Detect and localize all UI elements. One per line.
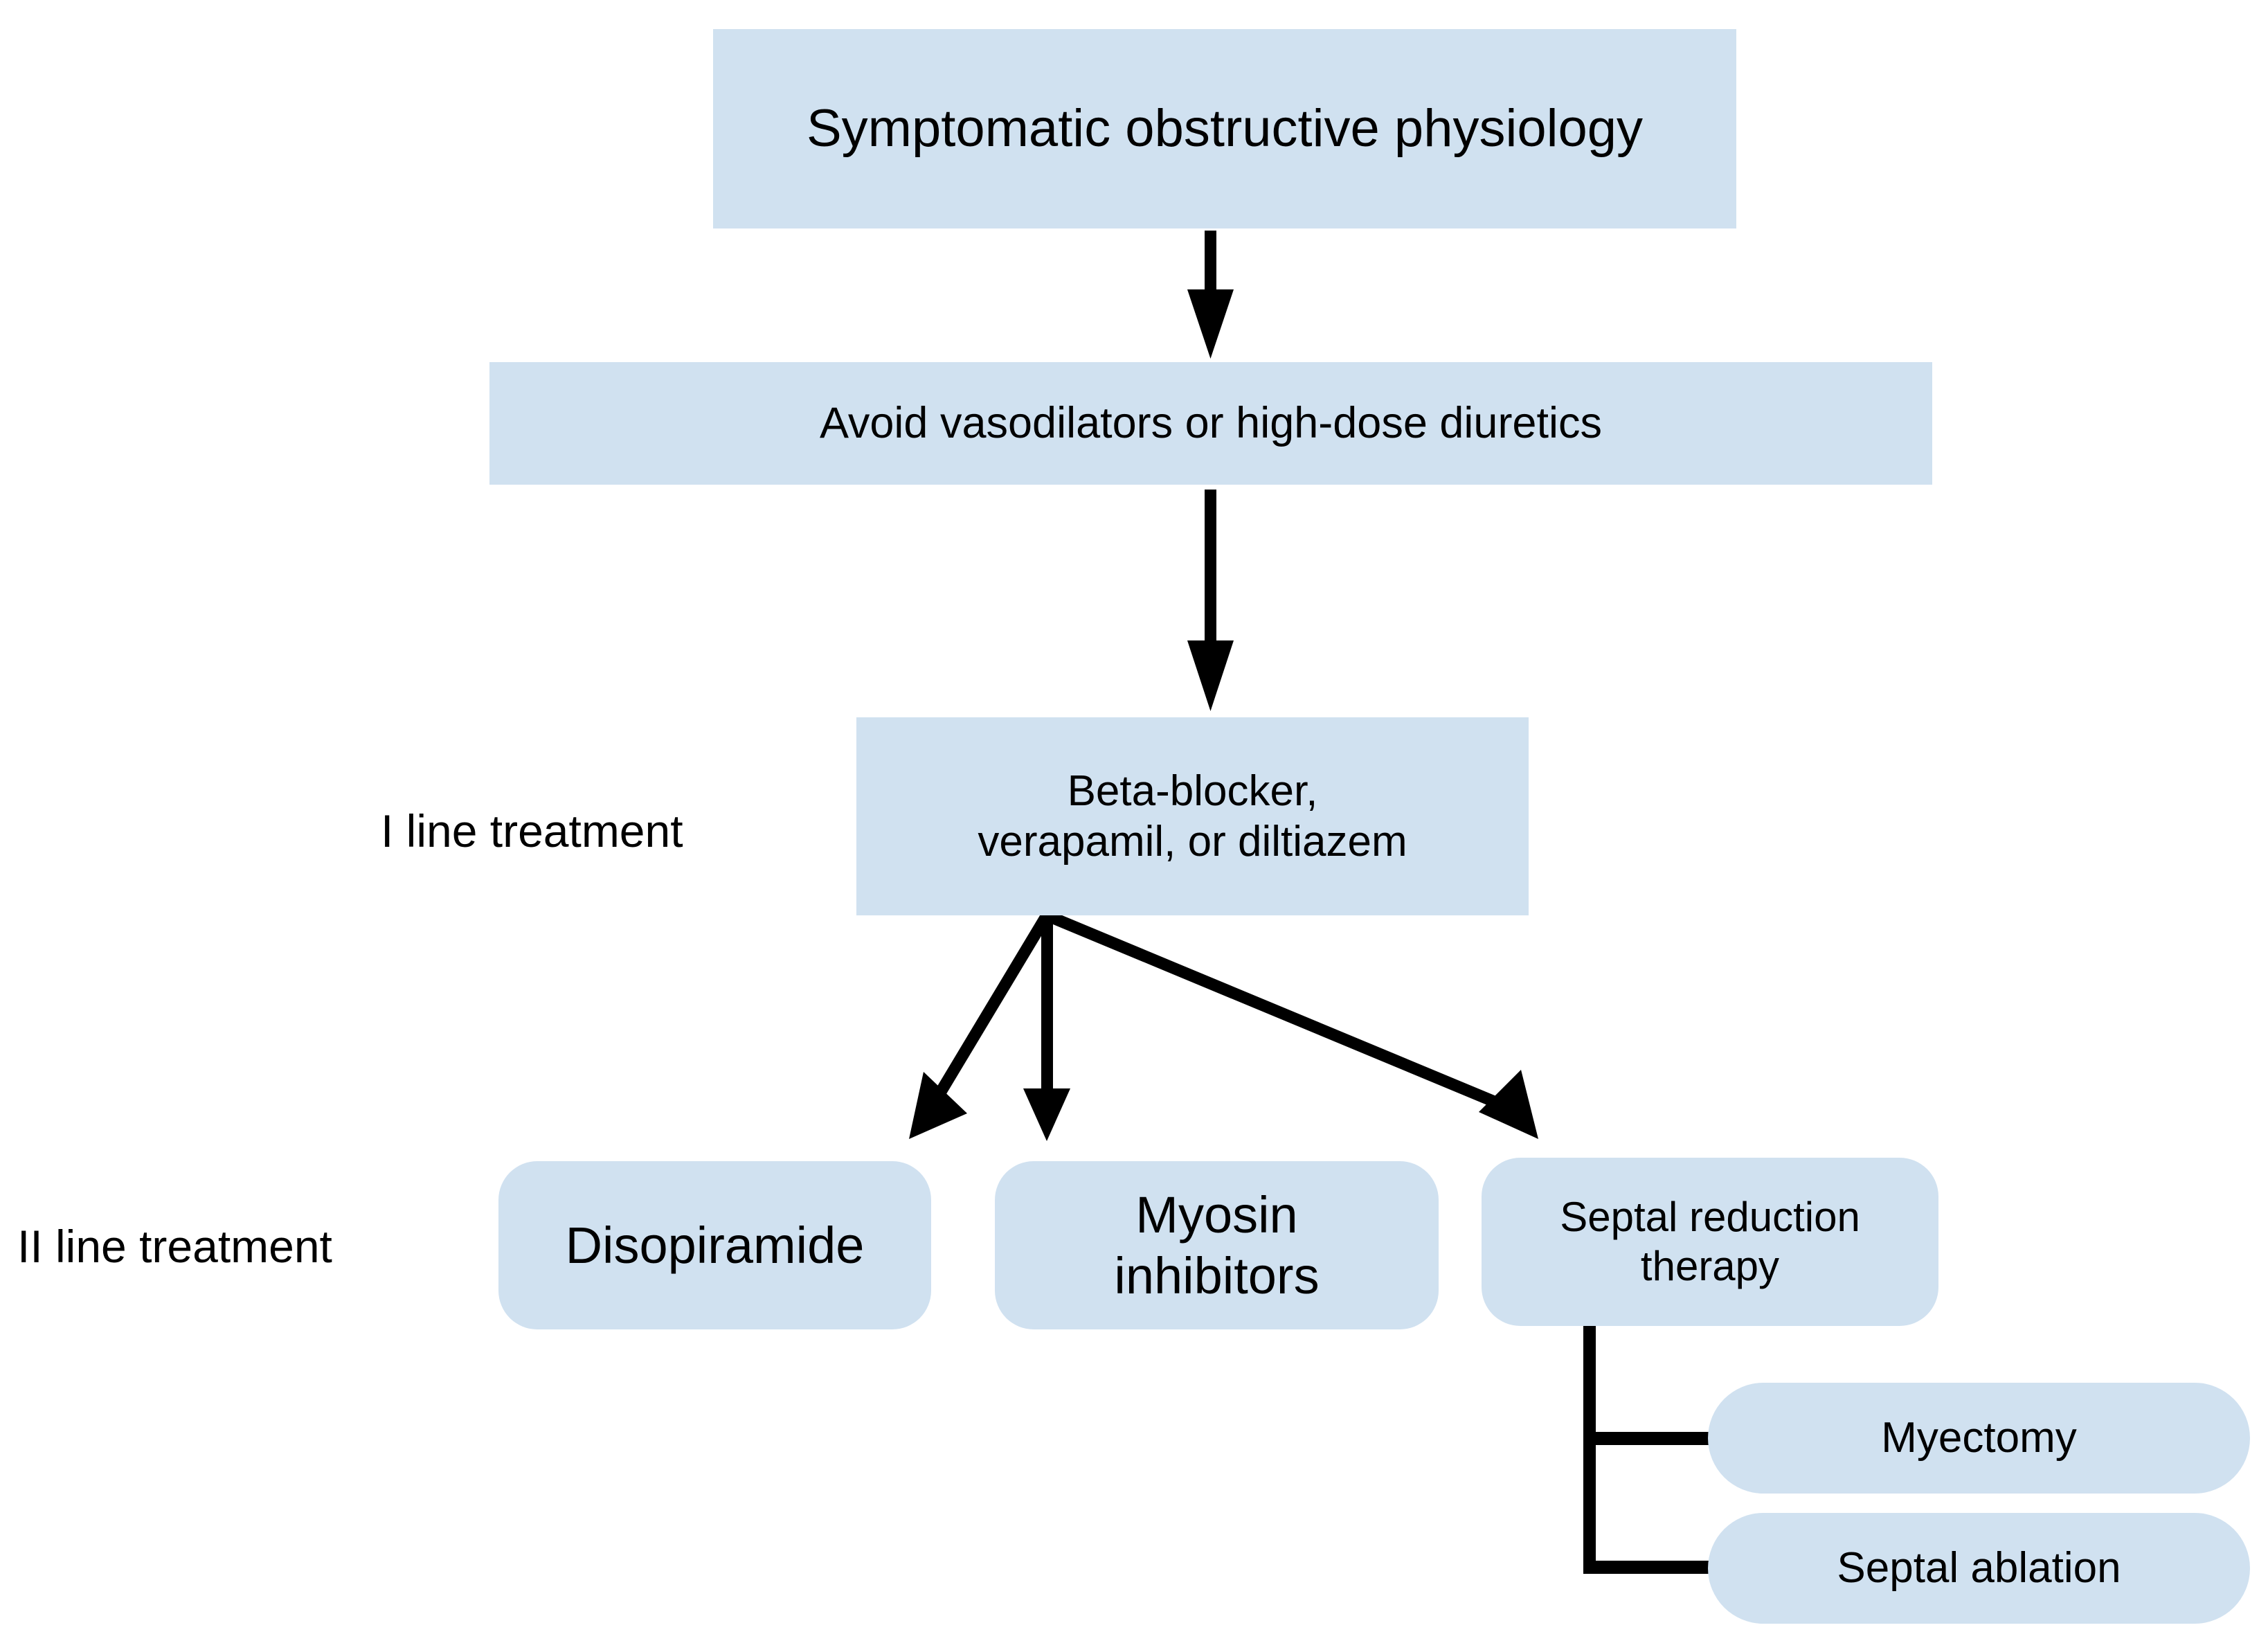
arrow-title-to-caution (1187, 231, 1234, 359)
arrow-caution-to-firstline (1187, 490, 1234, 711)
row-label-first-line-treatment: I line treatment (381, 769, 796, 893)
node-myectomy[interactable]: Myectomy (1708, 1383, 2250, 1494)
node-septal-reduction-therapy[interactable]: Septal reduction therapy (1482, 1158, 1938, 1326)
row-label-text: I line treatment (381, 805, 683, 857)
node-septal-ablation[interactable]: Septal ablation (1708, 1513, 2250, 1624)
connector-septal-to-children (1583, 1326, 1711, 1574)
node-label: Myosin inhibitors (1114, 1186, 1320, 1304)
node-label: Septal reduction therapy (1560, 1193, 1860, 1289)
node-label: Disopiramide (565, 1216, 865, 1274)
node-avoid-vasodilators[interactable]: Avoid vasodilators or high-dose diuretic… (489, 362, 1932, 485)
node-symptomatic-obstructive-physiology[interactable]: Symptomatic obstructive physiology (713, 29, 1736, 228)
row-label-second-line-treatment: II line treatment (17, 1184, 488, 1309)
node-label: Myectomy (1881, 1414, 2077, 1462)
node-myosin-inhibitors[interactable]: Myosin inhibitors (995, 1161, 1439, 1329)
node-label: Symptomatic obstructive physiology (806, 99, 1644, 159)
arrow-firstline-to-myosin (1023, 915, 1070, 1141)
node-beta-blocker-verapamil-diltiazem[interactable]: Beta-blocker, verapamil, or diltiazem (856, 717, 1529, 915)
row-label-text: II line treatment (17, 1221, 332, 1272)
node-label: Septal ablation (1837, 1544, 2121, 1593)
arrow-firstline-to-septal (1044, 910, 1538, 1139)
arrow-firstline-to-disopiramide (909, 912, 1052, 1139)
node-label: Avoid vasodilators or high-dose diuretic… (820, 399, 1602, 448)
node-label: Beta-blocker, verapamil, or diltiazem (978, 766, 1407, 866)
node-disopiramide[interactable]: Disopiramide (498, 1161, 931, 1329)
